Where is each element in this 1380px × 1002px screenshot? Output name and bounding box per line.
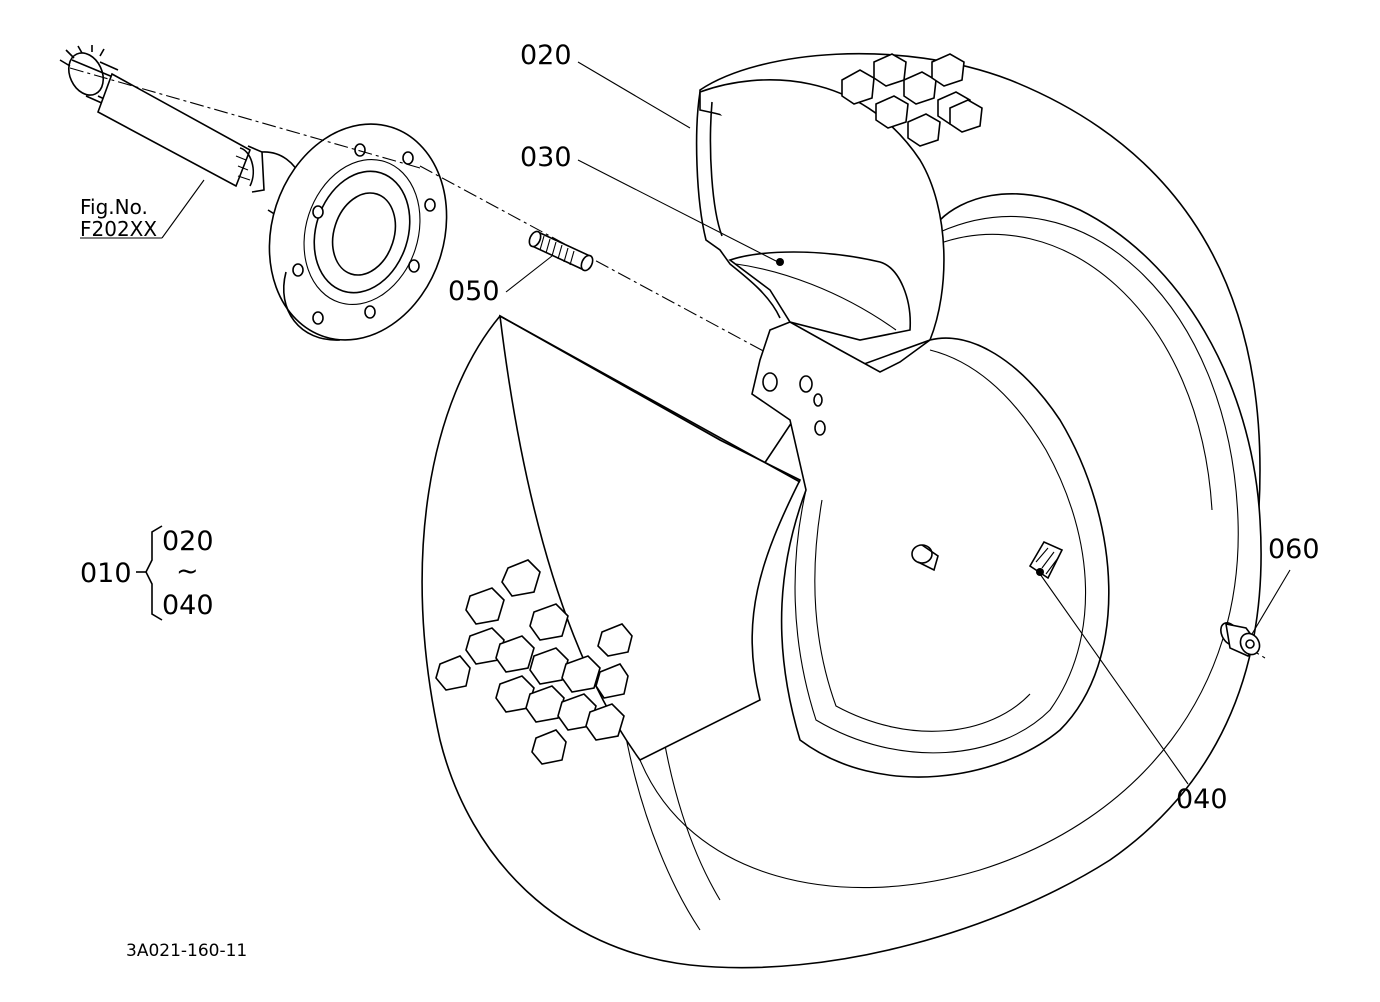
- wheel-nut: [1220, 622, 1261, 657]
- drawing-code: 3A021-160-11: [126, 941, 247, 961]
- rim: [695, 79, 1110, 778]
- wheel-stud: [528, 230, 594, 272]
- callout-assembly: 010: [80, 558, 132, 589]
- leader-lines: [80, 61, 1291, 785]
- callout-rim: 020: [520, 40, 572, 71]
- assembly-range-tilde: ~: [176, 556, 199, 587]
- figure-ref-label: Fig.No.: [80, 195, 148, 219]
- callout-nut: 060: [1268, 534, 1320, 565]
- tread-pattern-top: [841, 53, 983, 147]
- axle-centerline: [69, 67, 421, 169]
- valve: [1028, 540, 1064, 580]
- assembly-range-to: 040: [162, 590, 214, 621]
- assembly-range-from: 020: [162, 526, 214, 557]
- callout-tube: 030: [520, 142, 572, 173]
- inner-tube: [728, 251, 911, 341]
- assembly-bracket: [136, 525, 163, 621]
- figure-ref-number: F202XX: [80, 217, 157, 241]
- tube-callout-dot: [776, 258, 784, 266]
- tread-pattern-front: [435, 559, 633, 765]
- callout-stud: 050: [448, 276, 500, 307]
- callout-valve: 040: [1176, 784, 1228, 815]
- hub-flange: [268, 123, 448, 341]
